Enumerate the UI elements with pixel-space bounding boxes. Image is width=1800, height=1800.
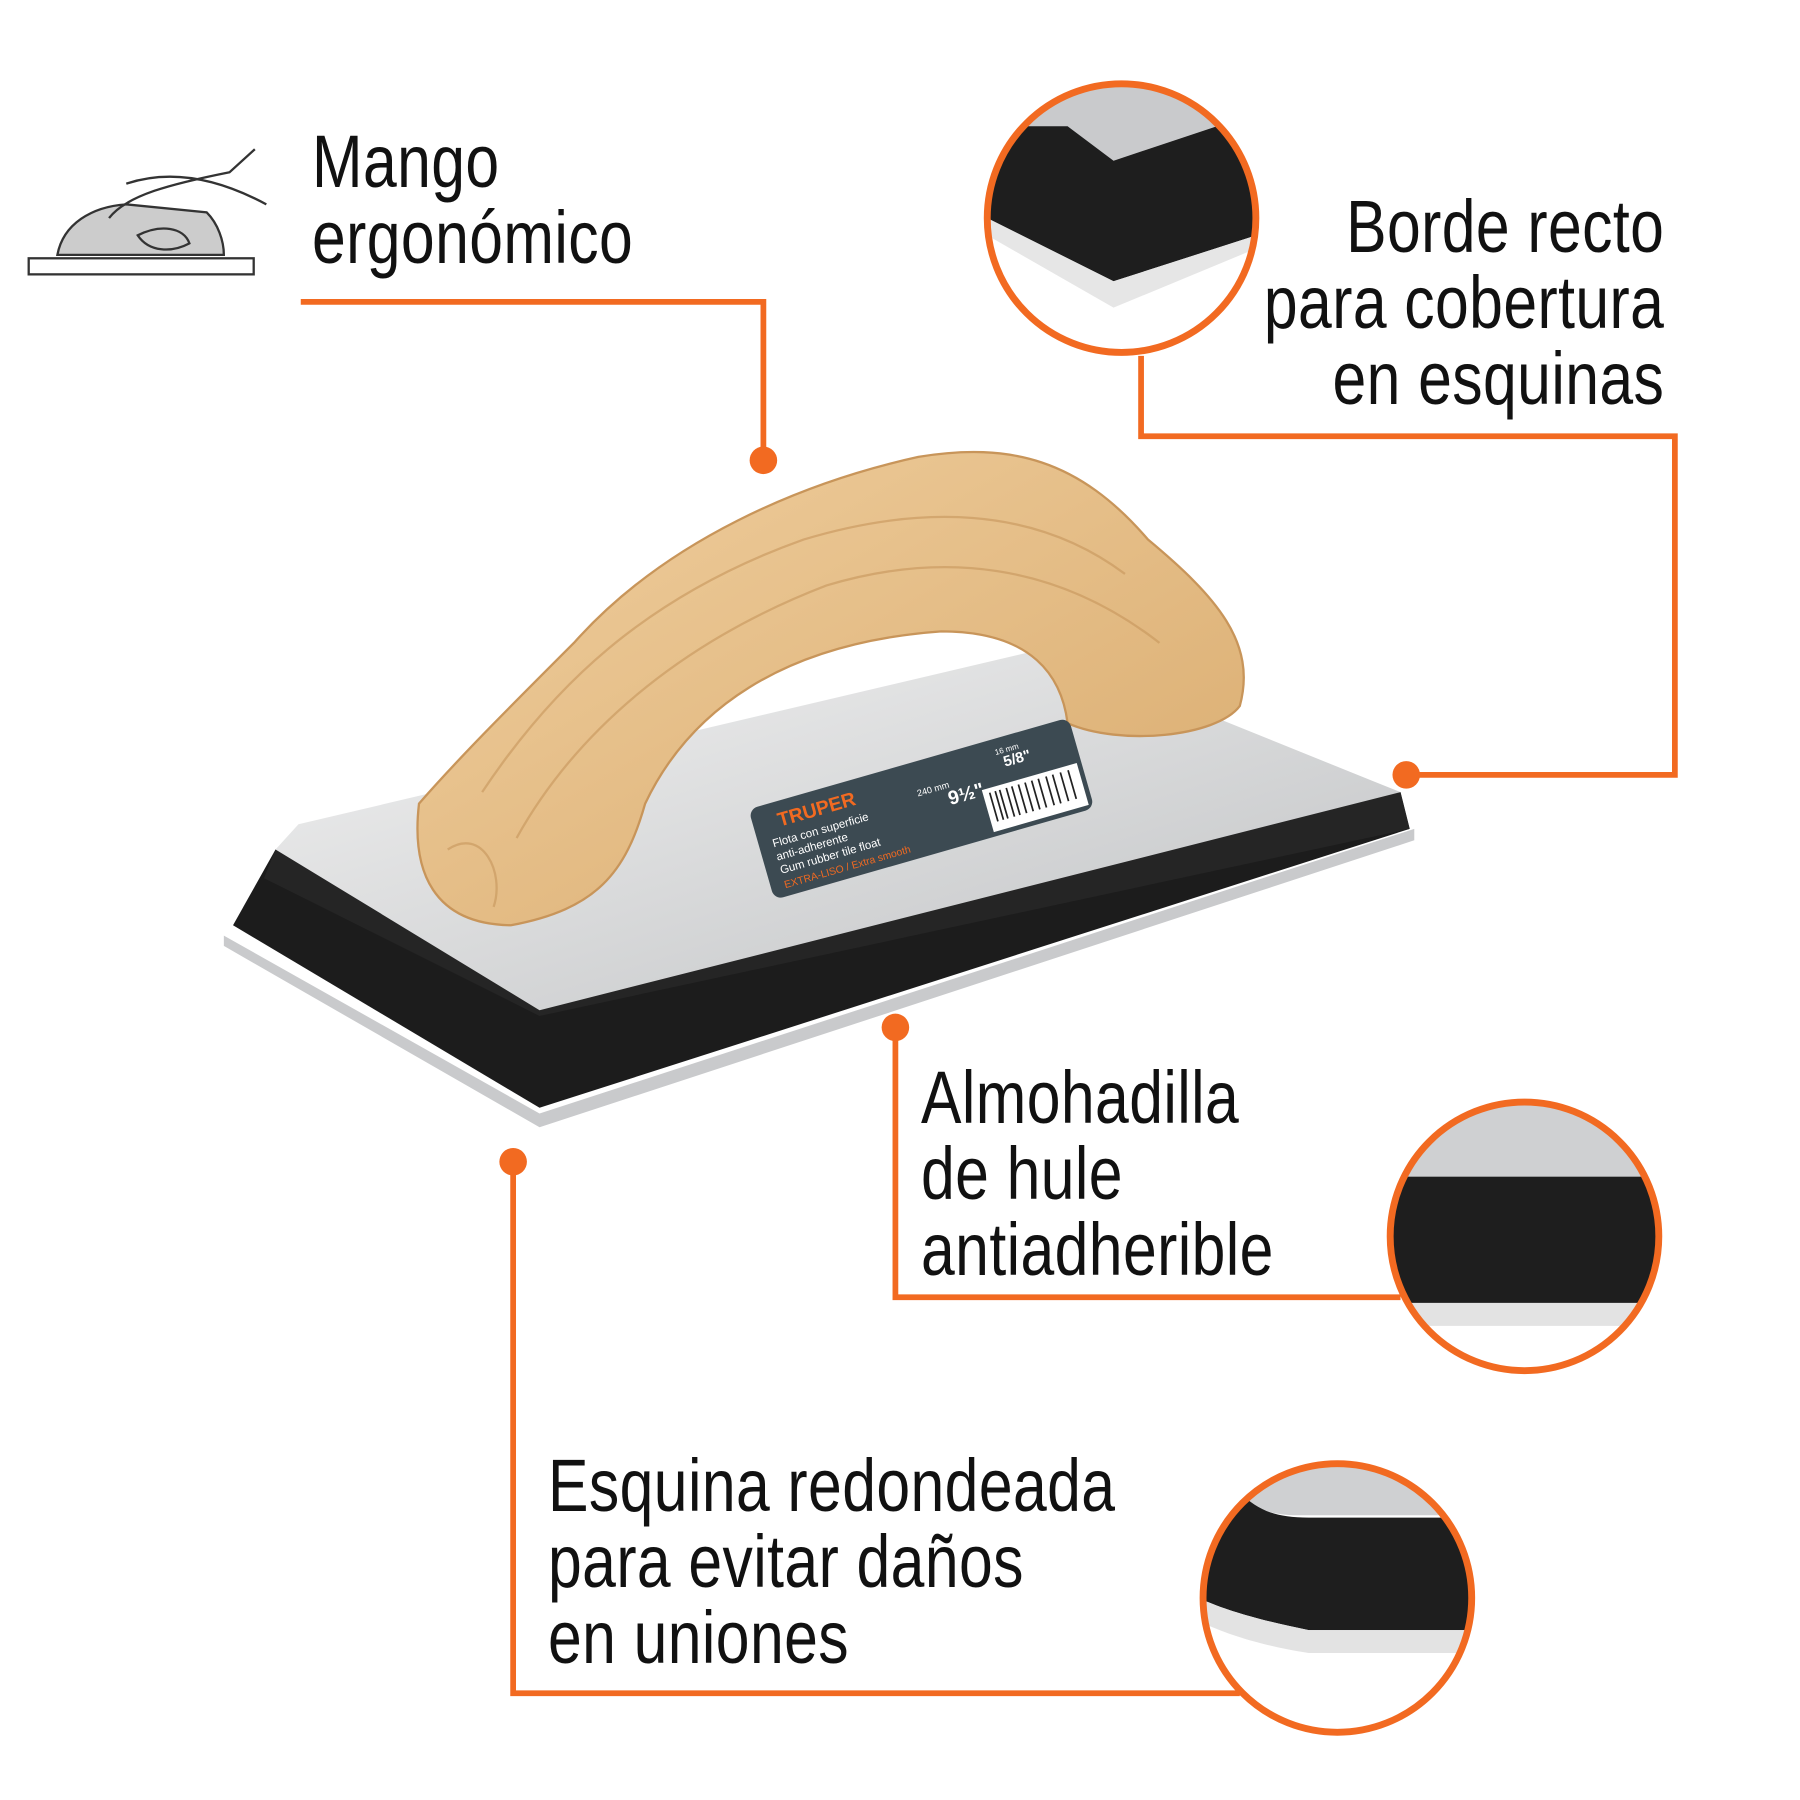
feature-pad-text: Almohadilla de hule antiadherible [921, 1060, 1274, 1288]
edge-detail-circle [988, 84, 1255, 352]
feature-line: ergonómico [312, 196, 634, 279]
feature-line: de hule [921, 1132, 1123, 1215]
feature-line: Mango [312, 120, 500, 203]
feature-corner-text: Esquina redondeada para evitar daños en … [548, 1448, 1115, 1676]
pad-detail-ring [1386, 1098, 1663, 1375]
feature-line: en uniones [548, 1596, 850, 1679]
handle-leader [300, 299, 767, 460]
leader-lines [300, 299, 1678, 1697]
feature-edge-text: Borde recto para cobertura en esquinas [1264, 189, 1664, 417]
feature-line: para evitar daños [548, 1520, 1024, 1603]
corner-detail-circle [1204, 1464, 1471, 1732]
feature-line: en esquinas [1332, 337, 1664, 420]
edge-leader [1138, 355, 1678, 778]
feature-line: Borde recto [1345, 185, 1664, 268]
wood-handle [416, 450, 1245, 927]
feature-line: antiadherible [921, 1208, 1274, 1291]
pad-leader [892, 1027, 1401, 1301]
feature-line: para cobertura [1263, 261, 1664, 344]
feature-line: Almohadilla [921, 1056, 1240, 1139]
grout-float-product: TRUPER Flota con superficie anti-adheren… [223, 450, 1415, 1128]
edge-detail-ring [983, 80, 1260, 356]
feature-line: Esquina redondeada [548, 1444, 1116, 1527]
corner-leader [510, 1161, 1240, 1697]
hand-on-float-icon [27, 148, 267, 276]
feature-handle-text: Mango ergonómico [312, 124, 633, 276]
leader-dots [499, 446, 1421, 1176]
pad-detail-circle [1391, 1103, 1658, 1370]
corner-detail-ring [1199, 1460, 1476, 1736]
